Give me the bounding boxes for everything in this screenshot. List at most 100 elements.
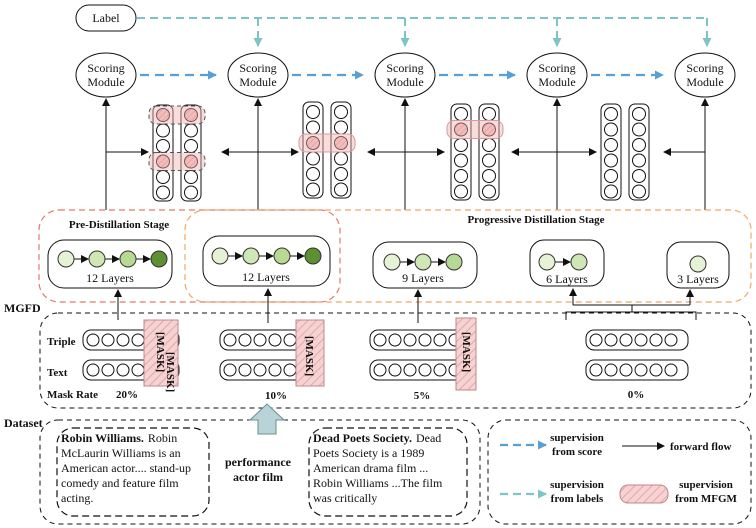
scoring-modules: Scoring Module Scoring Module Scoring Mo…	[75, 52, 736, 98]
mgfd-to-layer-arrows	[114, 288, 697, 323]
embedding-node	[482, 107, 496, 121]
forward-flow-arrows	[102, 98, 709, 210]
embedding-node	[454, 169, 468, 183]
mask-rate-0: 0%	[628, 389, 645, 401]
layer-node	[57, 250, 75, 268]
token-node	[649, 333, 663, 347]
svg-text:6 Layers: 6 Layers	[546, 272, 588, 286]
token-node	[283, 333, 297, 347]
layer-boxes: 12 Layers 12 Layers 9 Layers 6 Layers 3 …	[47, 235, 730, 289]
token-node	[589, 333, 603, 347]
token-node	[589, 363, 603, 377]
embedding-node	[306, 151, 320, 166]
embedding-node	[156, 123, 170, 138]
embedding-node	[306, 167, 320, 181]
token-node	[433, 363, 447, 377]
embedding-node	[454, 138, 468, 152]
mgfd-token-group-4	[585, 329, 689, 381]
svg-text:12 Layers: 12 Layers	[86, 271, 134, 285]
svg-text:Module: Module	[686, 75, 723, 89]
mfgm-highlight	[298, 133, 356, 153]
mask-rate-label: Mask Rate	[47, 389, 98, 401]
svg-text:Module: Module	[386, 75, 423, 89]
embedding-node	[334, 136, 348, 150]
svg-text:supervision: supervision	[679, 479, 733, 491]
layer-node	[570, 253, 588, 271]
token-node	[634, 363, 648, 377]
progressive-distillation-label: Progressive Distillation Stage	[467, 214, 604, 226]
embedding-columns	[148, 101, 650, 202]
text-label: Text	[47, 367, 68, 379]
embedding-node	[482, 122, 496, 137]
layer-chain-2	[211, 247, 322, 265]
token-node	[116, 363, 130, 377]
legend-supervision-score: supervision from score	[500, 432, 604, 458]
triple-label: Triple	[47, 336, 76, 348]
svg-text:was critically: was critically	[313, 491, 377, 505]
svg-text:[MASK]: [MASK]	[460, 332, 472, 372]
mask-rate-5: 5%	[414, 390, 431, 402]
svg-text:from score: from score	[552, 446, 602, 458]
svg-text:supervision: supervision	[550, 479, 604, 491]
embedding-node	[306, 136, 320, 150]
svg-text:from labels: from labels	[551, 493, 604, 505]
svg-text:McLaurin Williams is an: McLaurin Williams is an	[61, 446, 181, 460]
layer-node	[689, 255, 707, 273]
mask-rate-10: 10%	[265, 390, 287, 402]
embedding-node	[184, 154, 198, 169]
layer-box-2: 12 Layers	[202, 235, 331, 287]
token-node	[604, 363, 618, 377]
legend: supervision from score forward flow supe…	[487, 419, 752, 525]
svg-text:[MASK]: [MASK]	[303, 336, 315, 376]
token-node	[238, 363, 252, 377]
token-node	[373, 363, 387, 377]
label-supervision-lines	[137, 17, 712, 47]
token-node	[223, 363, 237, 377]
dataset-left-card: Robin Williams.Robin McLaurin Williams i…	[56, 427, 210, 517]
token-node	[619, 333, 633, 347]
layer-chain-1	[57, 250, 168, 268]
layer-node	[304, 247, 322, 265]
scoring-module-2: Scoring Module	[227, 52, 289, 98]
layer-chain-5	[689, 255, 707, 273]
upward-block-arrow	[248, 403, 286, 435]
embedding-node	[156, 185, 170, 200]
embedding-node	[156, 139, 170, 153]
token-node	[403, 363, 417, 377]
embedding-node	[306, 105, 320, 119]
embedding-node	[632, 122, 646, 137]
legend-forward-flow: forward flow	[622, 441, 731, 453]
embedding-node	[632, 107, 646, 121]
mfgm-highlight	[446, 120, 504, 139]
svg-text:Scoring: Scoring	[538, 61, 575, 75]
label-text: Label	[92, 11, 120, 25]
mask-overlays: [MASK] [MASK] [MASK] [MASK] [MASK]	[143, 317, 477, 392]
label-node: Label	[75, 4, 137, 32]
token-node	[388, 363, 402, 377]
token-node	[649, 363, 663, 377]
svg-text:[MASK]: [MASK]	[154, 332, 166, 372]
scoring-module-1: Scoring Module	[75, 52, 137, 98]
token-node	[433, 333, 447, 347]
token-node	[403, 333, 417, 347]
token-node	[634, 333, 648, 347]
node-column-pair-3	[446, 103, 504, 201]
mgfd-label: MGFD	[4, 301, 41, 315]
embedding-node	[306, 120, 320, 135]
token-node	[116, 333, 130, 347]
layer-node	[242, 247, 260, 265]
svg-text:Scoring: Scoring	[87, 61, 124, 75]
layer-chain-3	[383, 253, 463, 271]
token-node	[664, 333, 678, 347]
token-node	[604, 333, 618, 347]
embedding-node	[184, 170, 198, 184]
embedding-node	[604, 153, 618, 168]
layer-node	[383, 253, 401, 271]
embedding-node	[334, 151, 348, 166]
embedding-node	[184, 123, 198, 138]
token-node	[268, 333, 282, 347]
svg-text:American drama film ...: American drama film ...	[313, 461, 428, 475]
node-column-pair-1	[148, 104, 206, 202]
token-node	[101, 363, 115, 377]
svg-text:[MASK]: [MASK]	[164, 352, 176, 392]
